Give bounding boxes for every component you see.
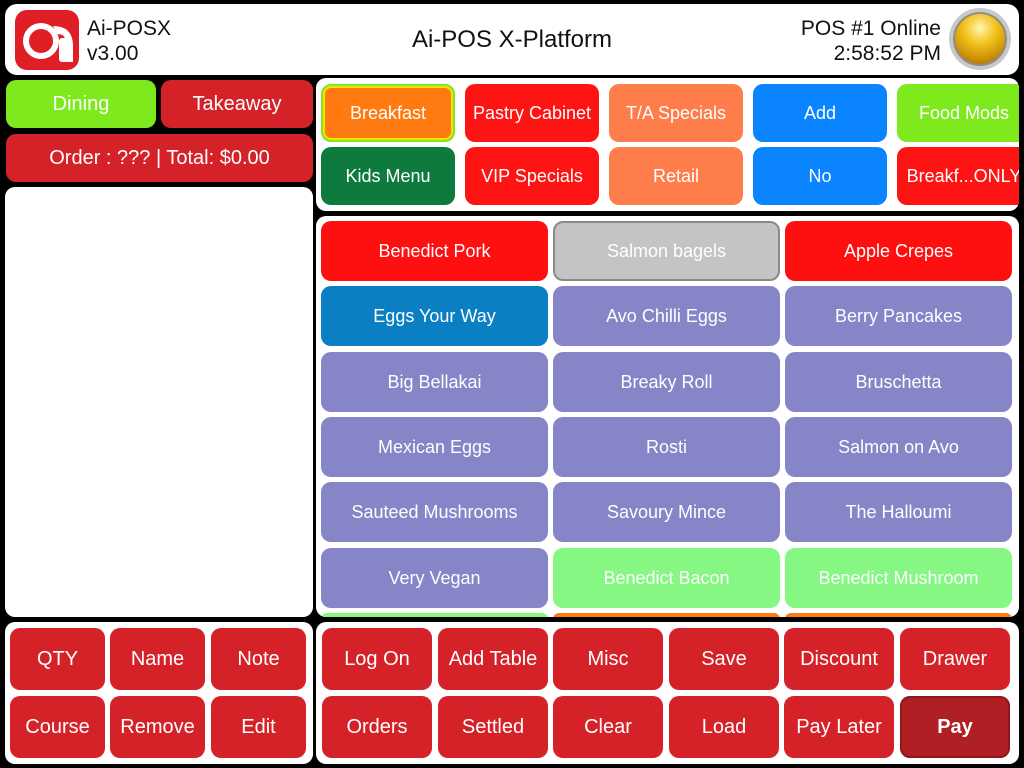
item-sauteed-mushrooms[interactable]: Sauteed Mushrooms [321,482,548,542]
app-version: v3.00 [87,42,139,65]
status-block: POS #1 Online 2:58:52 PM [801,16,941,66]
load-button[interactable]: Load [669,696,779,758]
note-button[interactable]: Note [211,628,306,690]
item-mexican-eggs[interactable]: Mexican Eggs [321,417,548,477]
status-light-icon[interactable] [949,8,1011,70]
discount-button[interactable]: Discount [784,628,894,690]
misc-button[interactable]: Misc [553,628,663,690]
category-food-mods[interactable]: Food Mods [897,84,1019,142]
category-panel: Breakfast Pastry Cabinet T/A Specials Ad… [316,78,1019,211]
next-row-hint [553,613,780,617]
pay-later-button[interactable]: Pay Later [784,696,894,758]
category-kids-menu[interactable]: Kids Menu [321,147,455,205]
item-benedict-mushroom[interactable]: Benedict Mushroom [785,548,1012,608]
item-rosti[interactable]: Rosti [553,417,780,477]
item-avo-chilli-eggs[interactable]: Avo Chilli Eggs [553,286,780,346]
order-summary-button[interactable]: Order : ??? | Total: $0.00 [6,134,313,182]
log-on-button[interactable]: Log On [322,628,432,690]
next-row-hint [785,613,1012,617]
item-bruschetta[interactable]: Bruschetta [785,352,1012,412]
clear-button[interactable]: Clear [553,696,663,758]
item-breaky-roll[interactable]: Breaky Roll [553,352,780,412]
name-button[interactable]: Name [110,628,205,690]
main-action-panel: Log On Add Table Misc Save Discount Draw… [316,622,1019,764]
pay-button[interactable]: Pay [900,696,1010,758]
next-row-hint [321,613,548,617]
category-ta-specials[interactable]: T/A Specials [609,84,743,142]
item-savoury-mince[interactable]: Savoury Mince [553,482,780,542]
category-add[interactable]: Add [753,84,887,142]
category-breakfast[interactable]: Breakfast [321,84,455,142]
header-bar: Ai-POSX v3.00 Ai-POS X-Platform POS #1 O… [5,4,1019,75]
edit-button[interactable]: Edit [211,696,306,758]
app-name-version: Ai-POSX v3.00 [87,16,171,66]
menu-item-grid: Benedict Pork Salmon bagels Apple Crepes… [316,216,1019,617]
category-pastry-cabinet[interactable]: Pastry Cabinet [465,84,599,142]
order-action-panel: QTY Name Note Course Remove Edit [5,622,313,764]
takeaway-button[interactable]: Takeaway [161,80,313,128]
course-button[interactable]: Course [10,696,105,758]
item-salmon-on-avo[interactable]: Salmon on Avo [785,417,1012,477]
dining-button[interactable]: Dining [6,80,156,128]
clock: 2:58:52 PM [833,42,941,65]
item-the-halloumi[interactable]: The Halloumi [785,482,1012,542]
category-vip-specials[interactable]: VIP Specials [465,147,599,205]
orders-button[interactable]: Orders [322,696,432,758]
category-breakfast-only[interactable]: Breakf...ONLY [897,147,1019,205]
item-benedict-pork[interactable]: Benedict Pork [321,221,548,281]
drawer-button[interactable]: Drawer [900,628,1010,690]
order-list[interactable] [5,187,313,617]
item-apple-crepes[interactable]: Apple Crepes [785,221,1012,281]
category-no[interactable]: No [753,147,887,205]
add-table-button[interactable]: Add Table [438,628,548,690]
qty-button[interactable]: QTY [10,628,105,690]
app-name: Ai-POSX [87,17,172,40]
app-logo [15,10,79,70]
item-very-vegan[interactable]: Very Vegan [321,548,548,608]
item-salmon-bagels[interactable]: Salmon bagels [553,221,780,281]
settled-button[interactable]: Settled [438,696,548,758]
save-button[interactable]: Save [669,628,779,690]
item-big-bellakai[interactable]: Big Bellakai [321,352,548,412]
item-benedict-bacon[interactable]: Benedict Bacon [553,548,780,608]
category-retail[interactable]: Retail [609,147,743,205]
item-berry-pancakes[interactable]: Berry Pancakes [785,286,1012,346]
pos-status: POS #1 Online [800,17,941,40]
ai-logo-icon [23,23,73,62]
item-eggs-your-way[interactable]: Eggs Your Way [321,286,548,346]
remove-button[interactable]: Remove [110,696,205,758]
page-title: Ai-POS X-Platform [411,26,613,53]
